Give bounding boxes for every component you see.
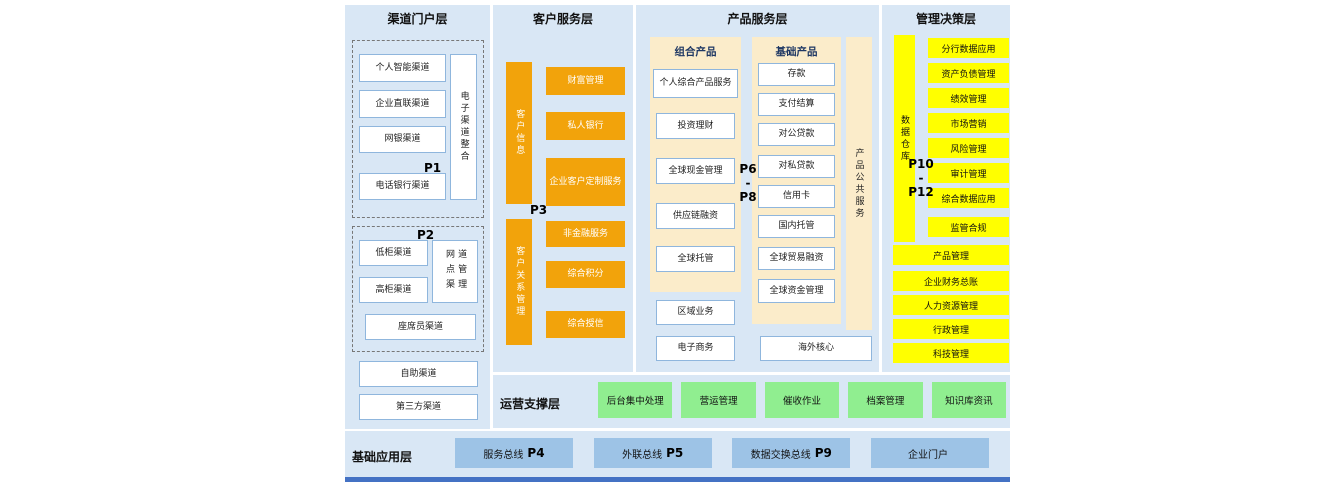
credit-card-box: 信用卡 bbox=[758, 185, 835, 208]
p1-label: P1 bbox=[424, 161, 442, 175]
customer-layer-title: 客户服务层 bbox=[532, 12, 593, 26]
risk-management-box: 风险管理 bbox=[928, 138, 1009, 158]
knowledge-base-box: 知识库资讯 bbox=[931, 382, 1007, 418]
backend-processing-box: 后台集中处理 bbox=[598, 382, 673, 418]
p2-label: P2 bbox=[417, 228, 435, 242]
enterprise-custom-service-box: 企业客户定制服务 bbox=[546, 158, 625, 206]
global-custody-box: 全球托管 bbox=[656, 246, 735, 272]
enterprise-portal-box: 企业门户 bbox=[870, 438, 989, 468]
branch-channel-management-bar: 网点渠道管理 bbox=[432, 240, 478, 303]
third-party-channel-box: 第三方渠道 bbox=[359, 394, 478, 420]
external-bus-label: 外联总线 bbox=[622, 449, 663, 461]
collection-operations-box: 催收作业 bbox=[764, 382, 840, 418]
domestic-custody-box: 国内托管 bbox=[758, 215, 835, 238]
base-boxes-row: 服务总线 P4 外联总线 P5 数据交换总线 P9 企业门户 bbox=[455, 438, 989, 468]
technology-management-box: 科技管理 bbox=[893, 343, 1009, 363]
customer-info-bar: 客户信息 bbox=[506, 62, 532, 204]
operations-layer-title: 运营支撑层 bbox=[500, 397, 561, 411]
bottom-accent-bar bbox=[345, 477, 1010, 482]
online-banking-channel-box: 网银渠道 bbox=[359, 126, 446, 153]
asset-liability-management-box: 资产负债管理 bbox=[928, 63, 1009, 83]
low-counter-channel-box: 低柜渠道 bbox=[359, 240, 428, 266]
wealth-management-box: 财富管理 bbox=[546, 67, 625, 95]
e-commerce-box: 电子商务 bbox=[656, 336, 735, 361]
self-service-channel-box: 自助渠道 bbox=[359, 361, 478, 387]
non-financial-services-box: 非金融服务 bbox=[546, 221, 625, 247]
p3-label: P3 bbox=[530, 203, 548, 217]
branch-data-application-box: 分行数据应用 bbox=[928, 38, 1009, 58]
deposits-box: 存款 bbox=[758, 63, 835, 86]
operations-boxes-row: 后台集中处理 营运管理 催收作业 档案管理 知识库资讯 bbox=[598, 382, 1007, 418]
basic-products-header: 基础产品 bbox=[775, 46, 818, 58]
global-cash-management-box: 全球现金管理 bbox=[656, 158, 735, 184]
global-fund-management-box: 全球资金管理 bbox=[758, 279, 835, 303]
product-public-services-bar: 产品公共服务 bbox=[846, 37, 872, 330]
e-channel-dashed-group bbox=[352, 40, 484, 218]
supply-chain-finance-box: 供应链融资 bbox=[656, 203, 735, 229]
marketing-box: 市场营销 bbox=[928, 113, 1009, 133]
telephone-banking-channel-box: 电话银行渠道 bbox=[359, 173, 446, 200]
audit-management-box: 审计管理 bbox=[928, 163, 1009, 183]
enterprise-direct-channel-box: 企业直联渠道 bbox=[359, 90, 446, 118]
corporate-loans-box: 对公贷款 bbox=[758, 123, 835, 146]
regional-business-box: 区域业务 bbox=[656, 300, 735, 325]
data-exchange-bus-label: 数据交换总线 bbox=[750, 449, 811, 461]
channel-layer-title: 渠道门户层 bbox=[387, 12, 448, 26]
p10-label: P10 bbox=[908, 157, 934, 171]
base-layer-title: 基础应用层 bbox=[352, 450, 413, 464]
agent-channel-box: 座席员渠道 bbox=[365, 314, 476, 340]
management-layer-title: 管理决策层 bbox=[915, 12, 976, 26]
crm-bar: 客户关系管理 bbox=[506, 219, 532, 345]
high-counter-channel-box: 高柜渠道 bbox=[359, 277, 428, 303]
operation-management-box: 营运管理 bbox=[681, 382, 756, 418]
branch-channel-dashed-group bbox=[352, 226, 484, 352]
performance-management-box: 绩效管理 bbox=[928, 88, 1009, 108]
personal-comprehensive-product-box: 个人综合产品服务 bbox=[653, 69, 738, 98]
p12-label: P12 bbox=[908, 184, 934, 199]
integrated-points-box: 综合积分 bbox=[546, 261, 625, 288]
p4-label: P4 bbox=[527, 446, 545, 460]
product-management-box: 产品管理 bbox=[893, 245, 1009, 265]
p10-p12-label: P10 - P12 bbox=[904, 157, 938, 199]
e-channel-integration-bar: 电子渠道整合 bbox=[450, 54, 477, 200]
p6-label: P6 bbox=[739, 162, 757, 176]
private-banking-box: 私人银行 bbox=[546, 112, 625, 140]
overseas-core-box: 海外核心 bbox=[760, 336, 872, 361]
human-resources-box: 人力资源管理 bbox=[893, 295, 1009, 315]
product-layer-title: 产品服务层 bbox=[727, 12, 788, 26]
combo-products-header: 组合产品 bbox=[674, 46, 717, 58]
p8-label: P8 bbox=[739, 189, 757, 204]
archive-management-box: 档案管理 bbox=[848, 382, 923, 418]
p9-label: P9 bbox=[814, 446, 832, 460]
integrated-credit-box: 综合授信 bbox=[546, 311, 625, 338]
administrative-management-box: 行政管理 bbox=[893, 319, 1009, 339]
comprehensive-data-application-box: 综合数据应用 bbox=[928, 188, 1009, 208]
personal-smart-channel-box: 个人智能渠道 bbox=[359, 54, 446, 82]
global-trade-finance-box: 全球贸易融资 bbox=[758, 247, 835, 270]
data-warehouse-bar: 数据仓库 bbox=[894, 35, 915, 242]
service-bus-label: 服务总线 bbox=[483, 449, 524, 461]
p6-p8-label: P6 - P8 bbox=[737, 162, 759, 204]
p10-p12-dash: - bbox=[918, 170, 924, 185]
enterprise-portal-label: 企业门户 bbox=[907, 449, 948, 461]
investment-wealth-box: 投资理财 bbox=[656, 113, 735, 139]
personal-loans-box: 对私贷款 bbox=[758, 155, 835, 178]
p6-p8-dash: - bbox=[745, 175, 751, 190]
enterprise-general-ledger-box: 企业财务总账 bbox=[893, 271, 1009, 291]
p5-label: P5 bbox=[666, 446, 684, 460]
service-bus-box: 服务总线 P4 bbox=[455, 438, 573, 468]
data-exchange-bus-box: 数据交换总线 P9 bbox=[732, 438, 851, 468]
payment-settlement-box: 支付结算 bbox=[758, 93, 835, 116]
external-bus-box: 外联总线 P5 bbox=[593, 438, 712, 468]
regulatory-compliance-box: 监管合规 bbox=[928, 217, 1009, 237]
